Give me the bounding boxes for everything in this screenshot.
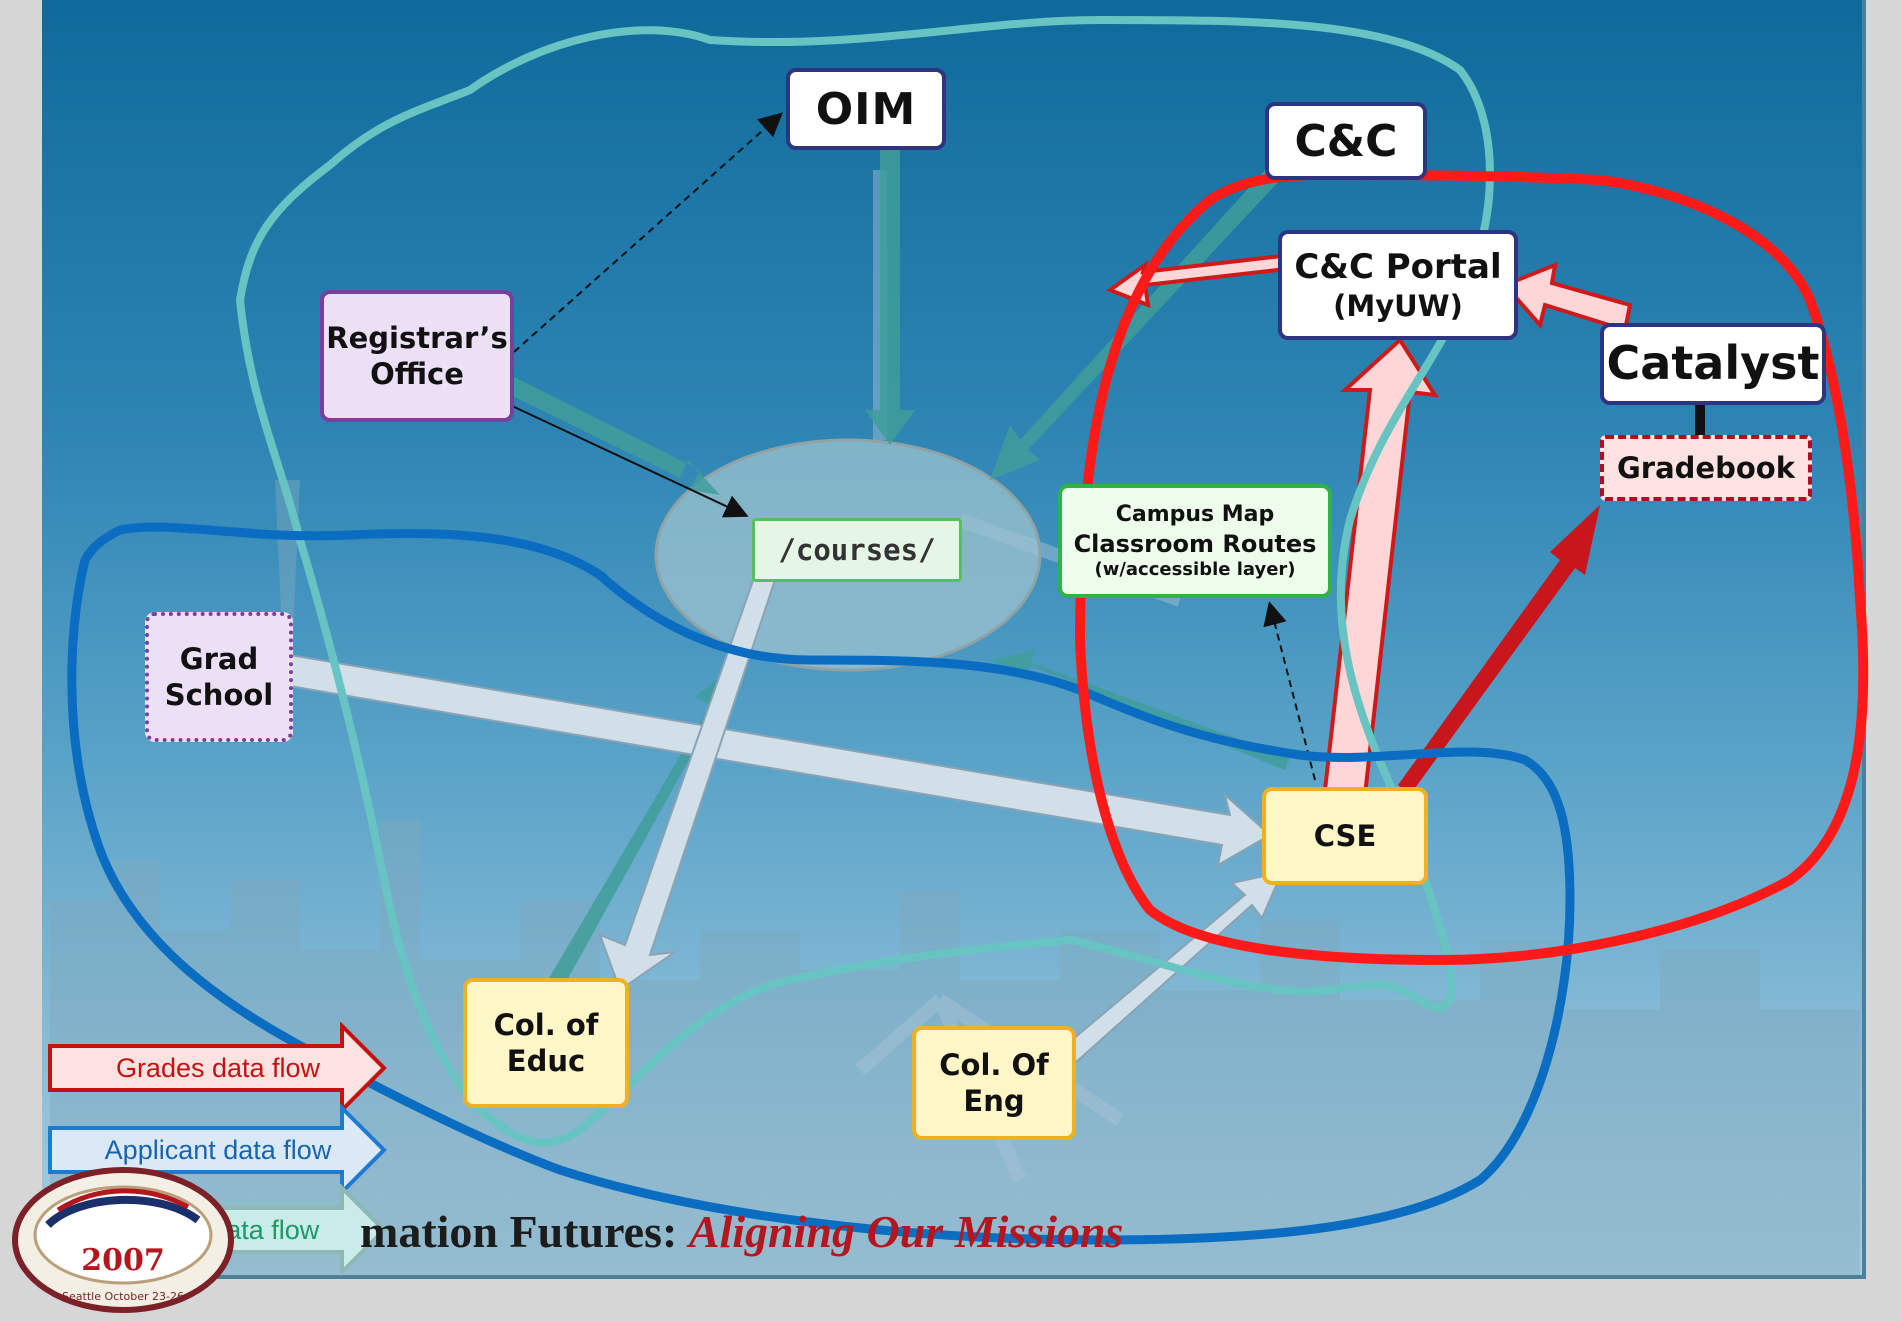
registrar-oim-dotted-link: [504, 112, 783, 361]
oim-node: OIM: [786, 68, 946, 150]
campus-map-node: Campus Map Classroom Routes (w/accessibl…: [1058, 484, 1332, 598]
grad-school-label-line1: Grad: [179, 641, 259, 676]
campus-map-label-line3: (w/accessible layer): [1094, 558, 1296, 580]
cc-portal-node: C&C Portal (MyUW): [1278, 230, 1518, 340]
gradebook-label: Gradebook: [1617, 450, 1795, 485]
col-educ-label-line2: Educ: [506, 1044, 586, 1078]
catalyst-node: Catalyst: [1600, 323, 1826, 405]
legend-applicant-label: Applicant data flow: [104, 1134, 332, 1165]
registrar-label-line2: Office: [370, 357, 464, 391]
catalyst-label: Catalyst: [1606, 336, 1820, 391]
footer-title-part1: mation Futures:: [360, 1206, 689, 1257]
grad-school-label-line2: School: [164, 678, 274, 712]
grades-flow-outline: [1075, 170, 1869, 965]
legend-grades-flow: Grades data flow: [48, 1022, 388, 1114]
conference-logo-icon: 2007 Seattle October 23-26: [8, 1165, 238, 1315]
cse-node: CSE: [1262, 787, 1428, 885]
col-eng-label-line1: Col. Of: [939, 1047, 1049, 1082]
logo-caption: Seattle October 23-26: [62, 1290, 184, 1303]
col-of-eng-node: Col. Of Eng: [912, 1026, 1076, 1140]
oim-label: OIM: [815, 83, 917, 135]
courses-node[interactable]: /courses/: [752, 518, 962, 582]
registrar-office-node: Registrar’s Office: [320, 290, 514, 422]
footer-title-part2: Aligning Our Missions: [688, 1206, 1124, 1257]
footer-title: mation Futures: Aligning Our Missions: [360, 1205, 1123, 1258]
registrar-courses-link: [509, 404, 749, 518]
col-eng-label-line2: Eng: [963, 1084, 1025, 1118]
gradebook-node: Gradebook: [1600, 435, 1812, 501]
cc-label: C&C: [1294, 115, 1398, 167]
grad-school-node: Grad School: [145, 612, 293, 742]
legend-grades-label: Grades data flow: [115, 1052, 321, 1083]
logo-year: 2007: [81, 1243, 165, 1278]
gradebook-arrow: [1398, 505, 1600, 795]
conference-logo-graphic: 2007 Seattle October 23-26: [12, 1167, 234, 1313]
col-of-educ-node: Col. of Educ: [463, 978, 629, 1108]
cc-portal-sublabel: (MyUW): [1333, 289, 1463, 324]
col-educ-label-line1: Col. of: [493, 1007, 599, 1042]
cc-node: C&C: [1265, 102, 1427, 180]
cse-label: CSE: [1313, 818, 1377, 853]
registrar-label-line1: Registrar’s: [326, 320, 508, 355]
cse-campus-map-dotted-link: [1263, 601, 1316, 781]
legend-grades-arrow-icon: [48, 1022, 387, 1114]
campus-map-label-line2: Classroom Routes: [1073, 529, 1317, 558]
campus-map-label-line1: Campus Map: [1115, 502, 1275, 527]
cc-portal-label: C&C Portal: [1294, 246, 1502, 287]
courses-label: /courses/: [778, 532, 936, 567]
